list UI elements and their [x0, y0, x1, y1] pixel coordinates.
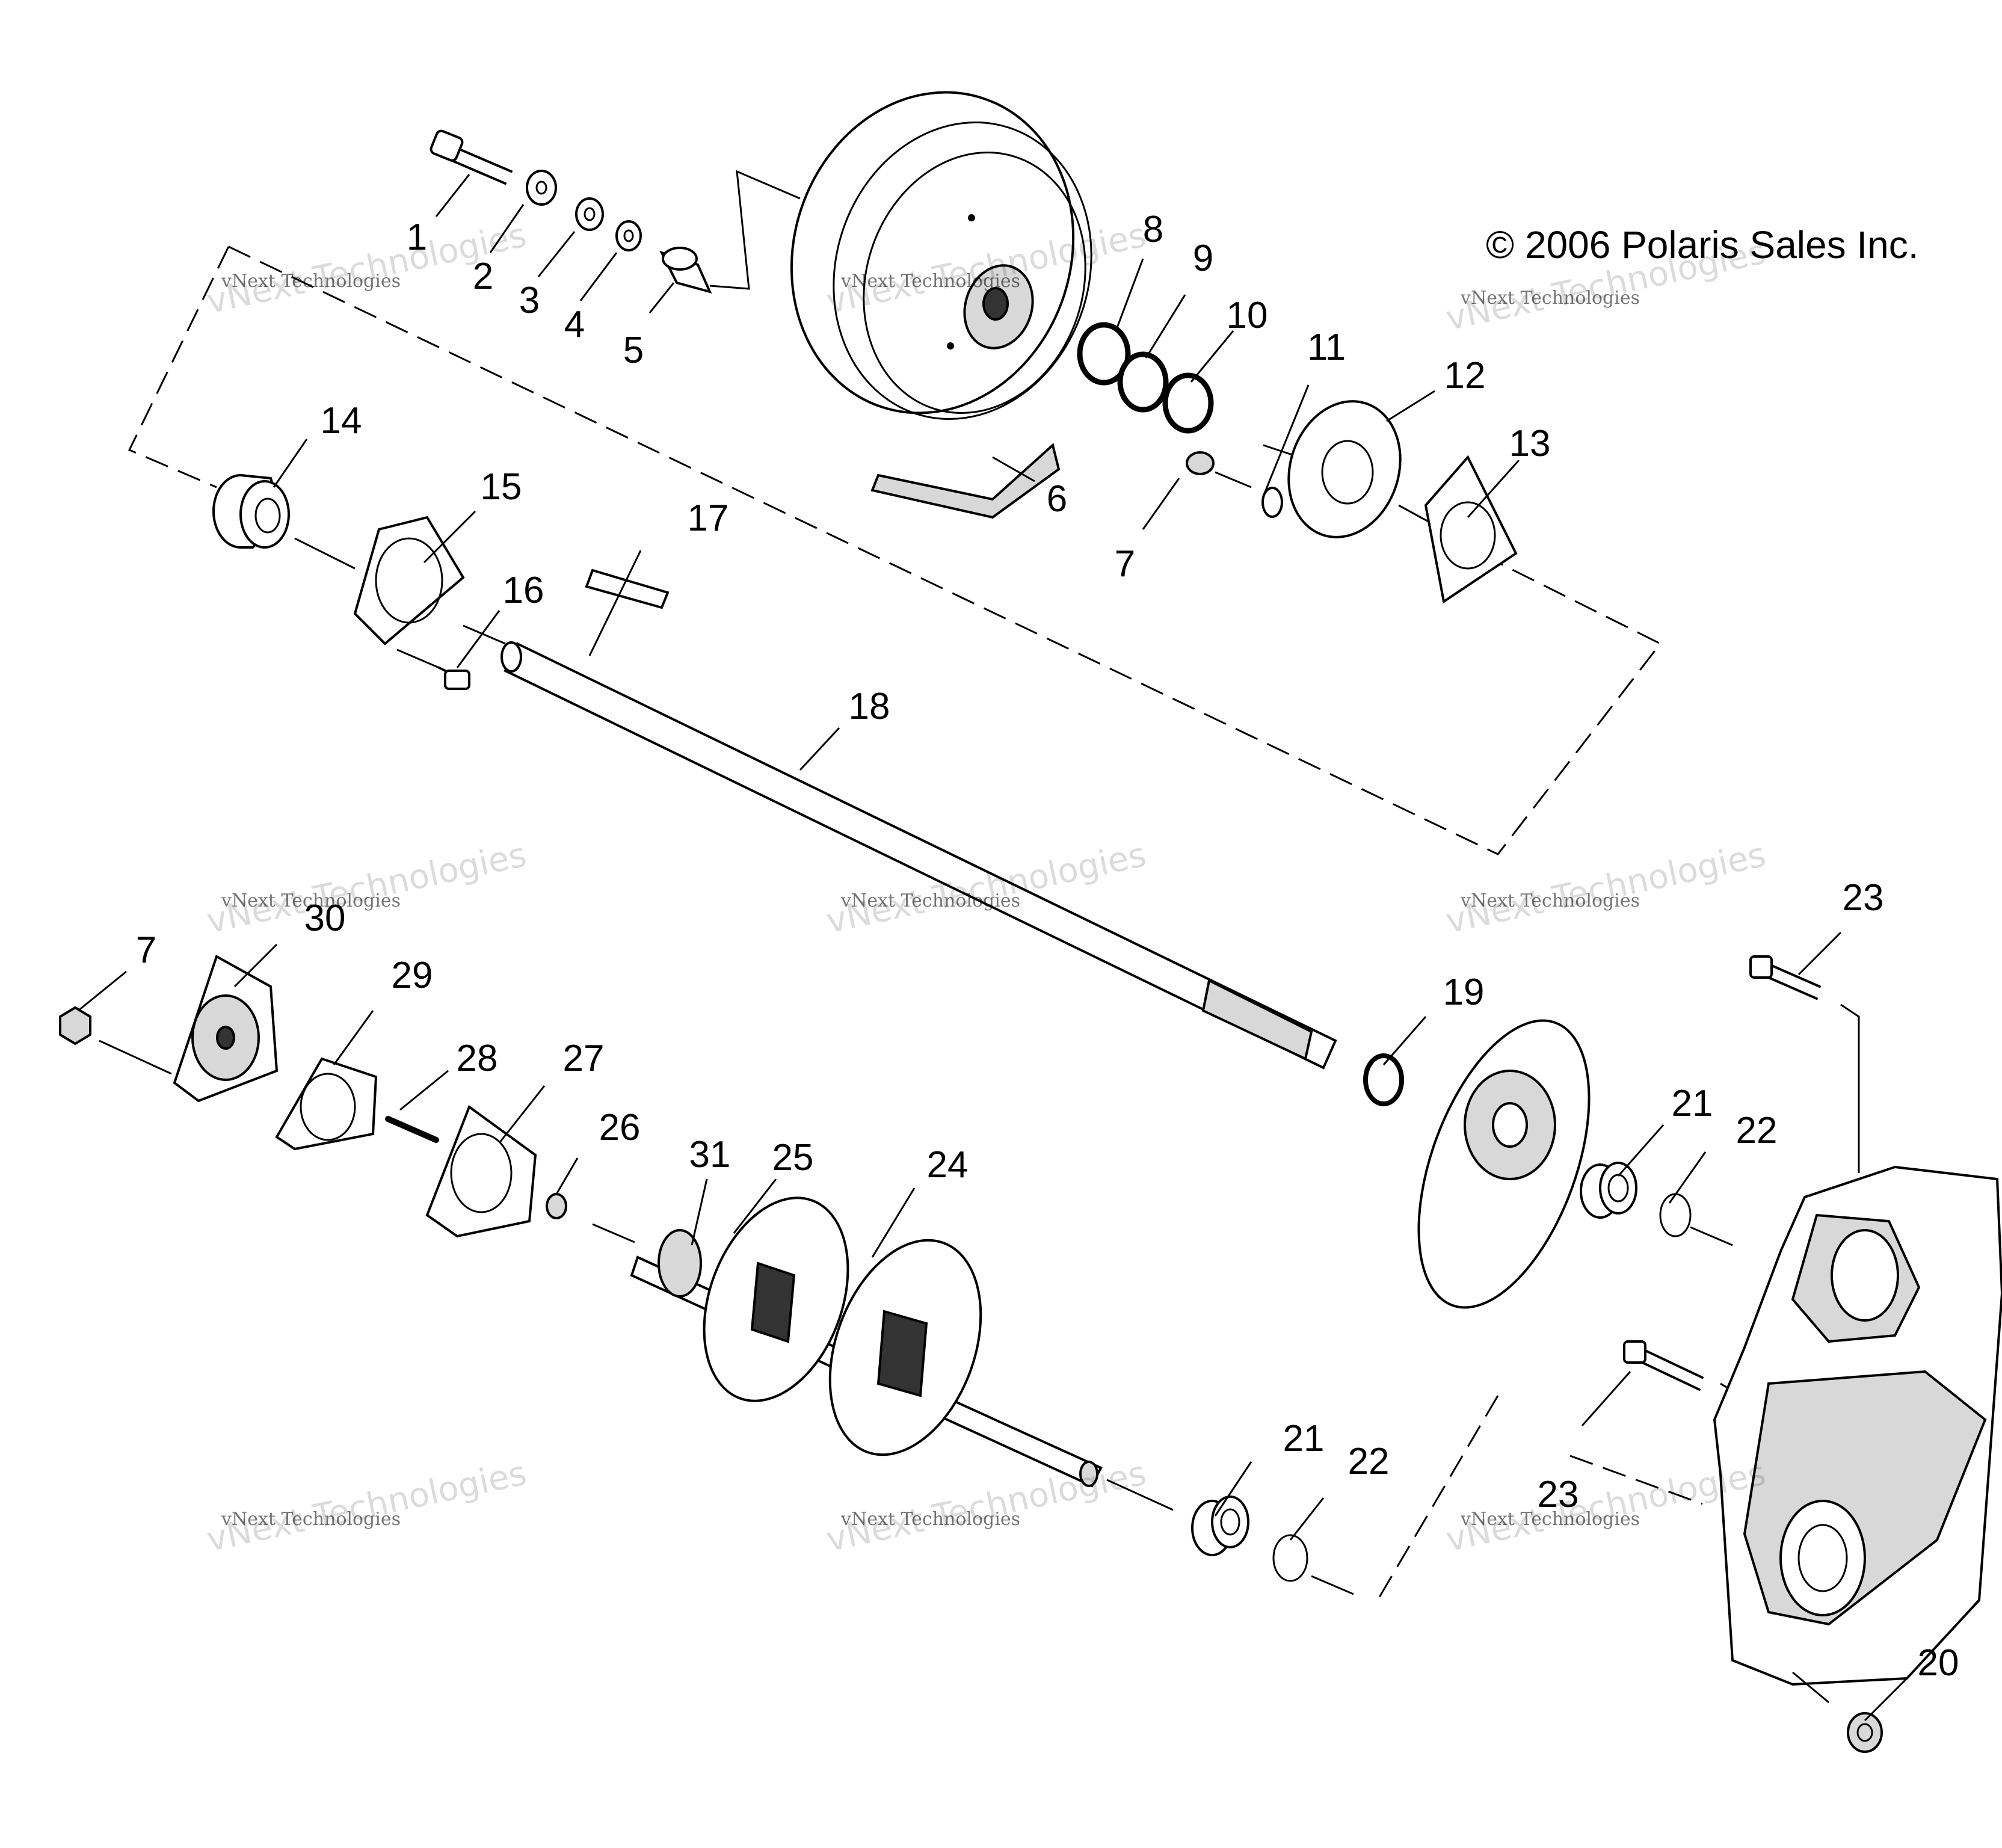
brake-disc — [1417, 1019, 1591, 1309]
callout-1: 1 — [406, 217, 428, 258]
part-17-key — [585, 568, 670, 609]
part-22-seal-lower — [1272, 1534, 1308, 1582]
part-27-flange — [425, 1104, 537, 1238]
callout-16: 16 — [502, 570, 544, 611]
callout-7-lower: 7 — [135, 929, 157, 971]
part-14-bearing — [212, 474, 290, 549]
part-13-flange — [1424, 455, 1518, 604]
callout-24: 24 — [926, 1144, 969, 1186]
callout-29: 29 — [391, 955, 433, 996]
part-5-spacer — [659, 247, 712, 294]
callout-21-lower: 21 — [1283, 1418, 1325, 1459]
callout-6: 6 — [1046, 478, 1068, 520]
part-4-washer — [615, 220, 642, 251]
part-16-bolt — [438, 667, 470, 690]
part-21-bearing-lower — [1191, 1495, 1249, 1556]
callout-18: 18 — [848, 686, 890, 727]
callout-19: 19 — [1443, 972, 1485, 1013]
callout-15: 15 — [480, 466, 522, 508]
part-10-o-ring — [1162, 372, 1214, 434]
callout-21-upper: 21 — [1671, 1083, 1713, 1124]
callout-leaders — [78, 174, 1908, 1722]
part-6-pulley-wheel — [790, 91, 1092, 519]
callout-8: 8 — [1142, 209, 1164, 250]
copyright-notice: © 2006 Polaris Sales Inc. — [1486, 223, 1919, 266]
part-30-bearing-housing — [173, 955, 279, 1103]
callout-9: 9 — [1192, 238, 1214, 279]
part-11-washer — [1261, 487, 1283, 518]
part-22-seal-upper — [1659, 1193, 1692, 1237]
part-3-washer — [575, 197, 604, 231]
part-7-nut-lower — [59, 1006, 91, 1046]
part-12-plate — [1287, 400, 1402, 538]
callout-10: 10 — [1226, 295, 1268, 336]
callout-26: 26 — [599, 1107, 641, 1148]
part-9-o-ring — [1117, 351, 1169, 413]
part-15-flange — [353, 516, 465, 645]
callout-23-upper: 23 — [1842, 877, 1884, 919]
upper-alignment-frame — [128, 245, 1662, 855]
part-18-shaft — [500, 641, 1337, 1070]
chaincase-housing — [1713, 1165, 2002, 1686]
callout-7-upper: 7 — [1114, 543, 1136, 585]
callout-5: 5 — [623, 330, 644, 371]
part-23-bolt-upper — [1749, 955, 1821, 1000]
part-8-o-ring — [1077, 322, 1131, 386]
callout-25: 25 — [772, 1137, 814, 1178]
callout-17: 17 — [687, 497, 729, 539]
callout-2: 2 — [472, 256, 494, 297]
callout-31: 31 — [689, 1134, 731, 1175]
callout-3: 3 — [519, 280, 540, 321]
part-28-spring — [385, 1116, 439, 1143]
callout-30: 30 — [304, 898, 346, 939]
callout-27: 27 — [562, 1038, 605, 1079]
part-23-bolt-lower — [1623, 1340, 1704, 1391]
callout-20: 20 — [1917, 1642, 1959, 1684]
part-7-nut-upper — [1186, 451, 1252, 488]
callout-13: 13 — [1509, 423, 1551, 464]
part-2-washer — [526, 170, 557, 206]
callout-12: 12 — [1444, 355, 1486, 396]
callout-22-lower: 22 — [1348, 1441, 1390, 1482]
part-24-drive-sprocket-assembly — [630, 1197, 1103, 1488]
callout-23-lower: 23 — [1537, 1474, 1579, 1515]
part-21-bearing-upper — [1580, 1162, 1637, 1219]
callout-14: 14 — [320, 400, 362, 442]
part-20-nut — [1847, 1712, 1883, 1753]
part-26-plug — [546, 1193, 567, 1219]
part-19-ring — [1363, 1053, 1404, 1106]
callout-22-upper: 22 — [1736, 1110, 1778, 1151]
part-1-bolt — [430, 129, 513, 185]
callout-11: 11 — [1307, 327, 1346, 368]
callout-4: 4 — [564, 304, 585, 345]
part-29-gasket — [275, 1057, 378, 1151]
callout-28: 28 — [456, 1038, 498, 1079]
